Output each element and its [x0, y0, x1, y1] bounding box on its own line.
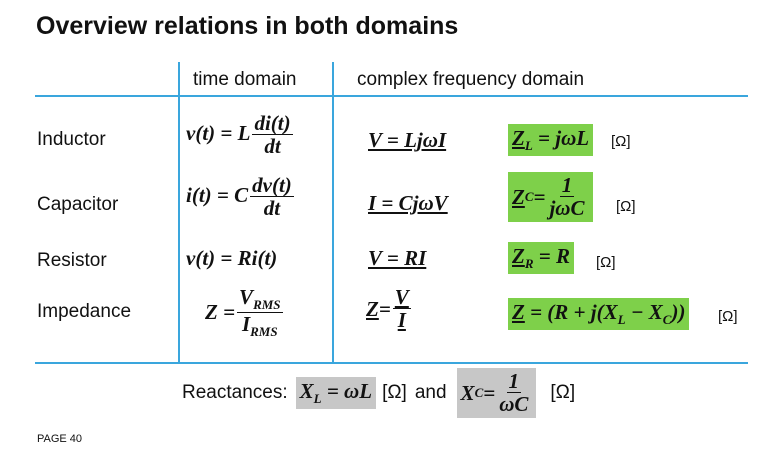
row-label-capacitor: Capacitor — [37, 194, 119, 215]
capacitor-unit: [Ω] — [616, 198, 636, 215]
xl-unit: [Ω] — [382, 382, 407, 404]
header-divider — [35, 95, 748, 97]
header-frequency-domain: complex frequency domain — [357, 69, 585, 90]
xc-unit: [Ω] — [550, 382, 576, 404]
row-label-resistor: Resistor — [37, 250, 107, 271]
page-number: PAGE 40 — [37, 433, 83, 445]
inductor-impedance-highlight: ZL = jωL — [508, 124, 594, 157]
impedance-unit: [Ω] — [718, 308, 738, 325]
column-divider-right — [332, 62, 334, 362]
inductor-unit: [Ω] — [611, 133, 631, 150]
column-divider-left — [178, 62, 180, 362]
header-time-domain: time domain — [193, 69, 297, 90]
impedance-complex-highlight: Z = (R + j(XL − XC)) — [508, 298, 690, 331]
reactances-label: Reactances: — [182, 382, 288, 404]
resistor-time-equation: v(t) = Ri(t) — [186, 246, 278, 270]
page-title: Overview relations in both domains — [36, 12, 459, 40]
row-label-impedance: Impedance — [37, 301, 132, 322]
row-label-inductor: Inductor — [37, 129, 106, 150]
resistor-frequency-equation: V = RI — [368, 246, 427, 270]
table-bottom-divider — [35, 362, 748, 364]
inductor-frequency-equation: V = LjωI — [368, 128, 447, 152]
capacitor-frequency-equation: I = CjωV — [368, 191, 448, 215]
resistor-impedance-highlight: ZR = R — [508, 242, 574, 275]
resistor-unit: [Ω] — [596, 254, 616, 271]
xl-highlight: XL = ωL — [295, 376, 377, 410]
and-text: and — [414, 382, 447, 404]
